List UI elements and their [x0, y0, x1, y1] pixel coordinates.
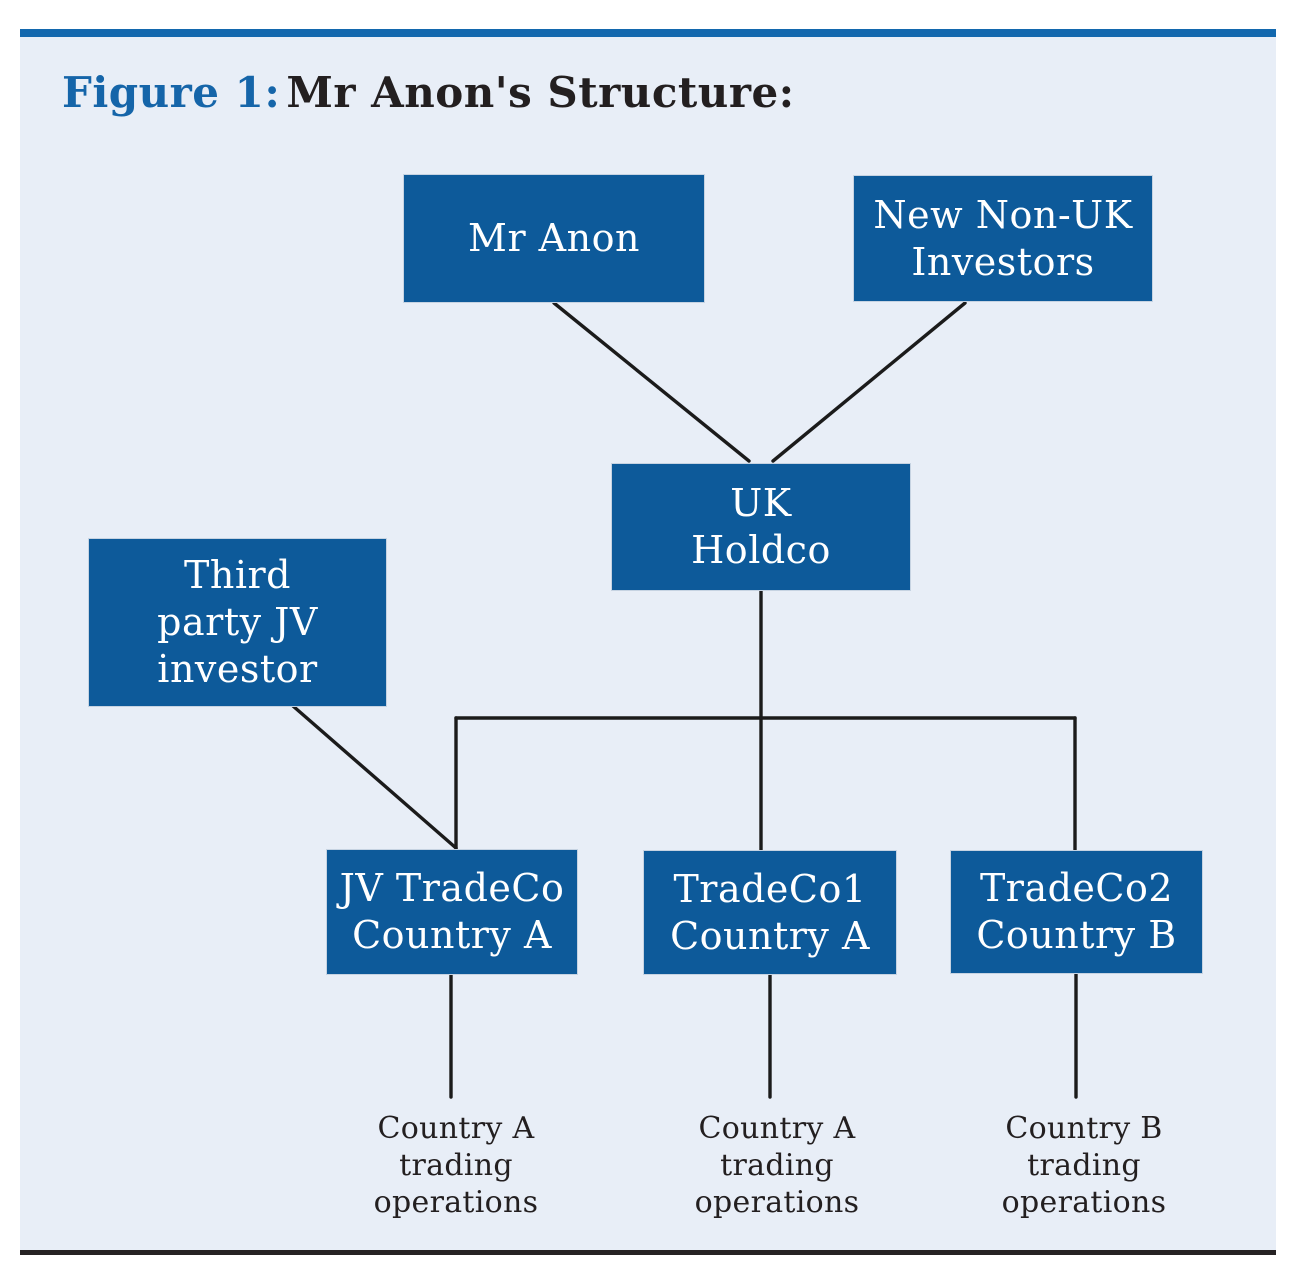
bottom-rule [20, 1250, 1276, 1255]
node-label-line: New Non-UK [873, 192, 1133, 237]
leaf-label-line: operations [1001, 1185, 1167, 1220]
leaf-label-line: Country B [1005, 1111, 1163, 1146]
node-label-line: Country B [976, 913, 1177, 957]
node-uk-holdco: UK Holdco [611, 463, 911, 591]
node-label-line: Holdco [691, 528, 831, 572]
node-tradeco1-country-a: TradeCo1 Country A [643, 850, 897, 975]
node-new-non-uk-investors: New Non-UK Investors [853, 175, 1153, 302]
node-label-line: investor [157, 647, 318, 691]
leaf-label-line: operations [373, 1185, 539, 1220]
figure-title: Figure 1:Mr Anon's Structure: [62, 68, 795, 117]
node-label-line: Third [184, 553, 291, 597]
leaf-label-line: trading [1027, 1148, 1141, 1183]
leaf-label-country-a-operations-tradeco1: Country A trading operations [627, 1110, 927, 1221]
leaf-label-country-a-operations-jv: Country A trading operations [306, 1110, 606, 1221]
figure-title-text: Mr Anon's Structure: [286, 68, 795, 117]
leaf-label-line: trading [399, 1148, 513, 1183]
node-label-line: TradeCo1 [673, 866, 867, 911]
node-label-line: UK [730, 481, 792, 525]
leaf-label-line: Country A [698, 1111, 856, 1146]
leaf-label-line: operations [694, 1185, 860, 1220]
leaf-label-country-b-operations-tradeco2: Country B trading operations [934, 1110, 1234, 1221]
node-label-line: party JV [157, 600, 318, 644]
node-label-line: Country A [670, 913, 870, 958]
leaf-label-line: Country A [377, 1111, 535, 1146]
node-label-line: JV TradeCo [339, 866, 565, 910]
node-mr-anon: Mr Anon [403, 174, 705, 303]
node-label-line: Mr Anon [468, 216, 640, 260]
node-tradeco2-country-b: TradeCo2 Country B [950, 850, 1203, 974]
node-label-line: TradeCo2 [979, 866, 1174, 910]
top-accent-bar [20, 29, 1276, 37]
node-label-line: Investors [911, 239, 1095, 284]
node-label-line: Country A [352, 913, 552, 957]
leaf-label-line: trading [720, 1148, 834, 1183]
node-jv-tradeco-country-a: JV TradeCo Country A [326, 849, 578, 975]
figure-number-label: Figure 1: [62, 68, 281, 117]
node-third-party-jv-investor: Third party JV investor [88, 538, 387, 707]
